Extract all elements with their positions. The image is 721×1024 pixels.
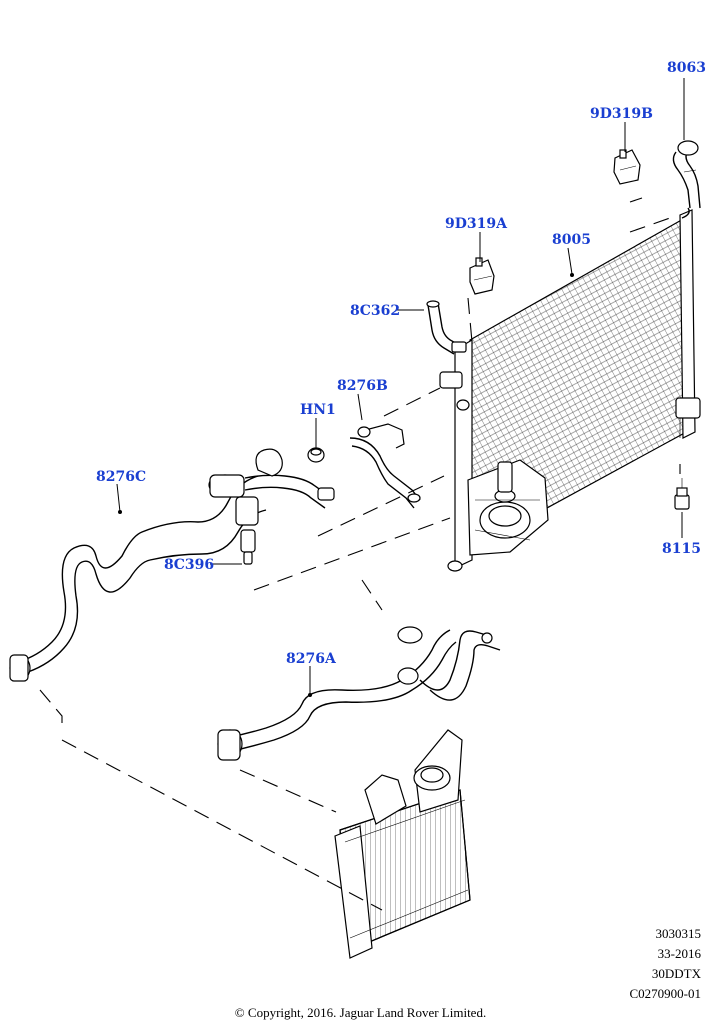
- heat-exchanger: [334, 729, 471, 959]
- callout-8276C[interactable]: 8276C: [96, 469, 146, 485]
- fitting-8C362: [426, 300, 467, 355]
- reference-number: 3030315: [655, 926, 702, 941]
- hose-8276C: [9, 448, 335, 682]
- callout-8276B[interactable]: 8276B: [337, 378, 388, 394]
- callout-8C362[interactable]: 8C362: [350, 303, 400, 319]
- bracket-9D319A: [469, 257, 495, 295]
- callout-8115[interactable]: 8115: [662, 541, 701, 557]
- assembly-lines: [39, 197, 681, 911]
- reference-date: 33-2016: [657, 946, 701, 961]
- clip-HN1: [307, 447, 325, 463]
- sensor-8115: [674, 478, 690, 510]
- hose-8276B: [349, 423, 421, 509]
- callout-HN1[interactable]: HN1: [300, 402, 336, 418]
- callouts: 8063 9D319B 9D319A 8005 8C362 8276B HN1 …: [96, 60, 706, 667]
- bracket-9D319B: [613, 149, 641, 185]
- callout-8005[interactable]: 8005: [552, 232, 591, 248]
- callout-9D319B[interactable]: 9D319B: [590, 106, 653, 122]
- pump-assembly: [467, 459, 549, 556]
- callout-9D319A[interactable]: 9D319A: [445, 216, 508, 232]
- callout-8276A[interactable]: 8276A: [286, 651, 337, 667]
- leader-lines: [116, 78, 685, 697]
- elbow-fitting-8063: [672, 140, 701, 219]
- callout-8C396[interactable]: 8C396: [164, 557, 214, 573]
- reference-illustration-id: C0270900-01: [629, 986, 702, 1001]
- hose-8276A: [217, 626, 501, 761]
- callout-8063[interactable]: 8063: [667, 60, 706, 76]
- copyright-notice: © Copyright, 2016. Jaguar Land Rover Lim…: [234, 1005, 487, 1020]
- reference-model-code: 30DDTX: [651, 966, 701, 981]
- sender-8C396: [240, 529, 256, 565]
